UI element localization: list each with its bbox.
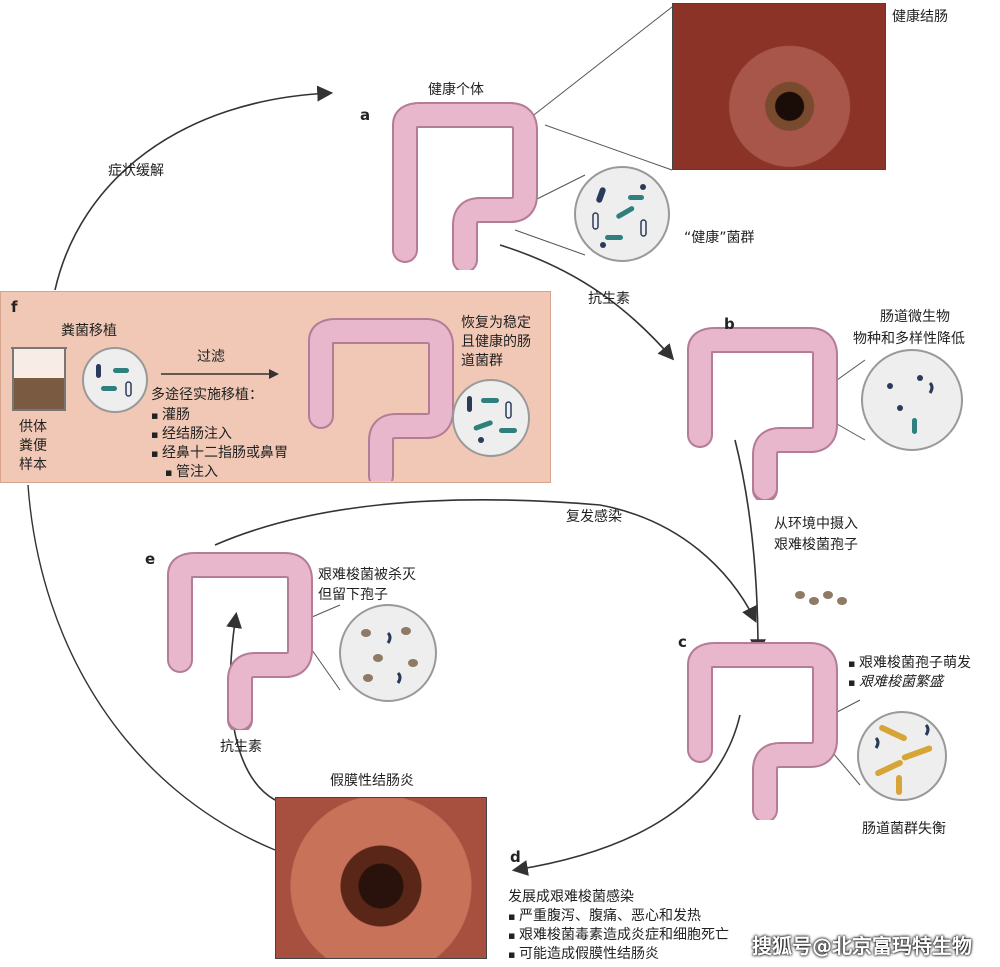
result-line-3: 道菌群: [461, 353, 503, 369]
methods-title: 多途径实施移植：: [151, 387, 263, 403]
ingest-label-1: 从环境中摄入: [774, 516, 858, 532]
method-2: 经结肠注入: [151, 425, 288, 444]
symptom-relief-label: 症状缓解: [108, 163, 164, 179]
stage-c-bullet-2: 艰难梭菌繁盛: [848, 673, 971, 692]
watermark: 搜狐号@北京富玛特生物: [752, 934, 972, 958]
methods-list: 灌肠 经结肠注入 经鼻十二指肠或鼻胃 管注入: [151, 406, 288, 482]
arrow-antibiotic-1: [499, 244, 675, 361]
stage-b-letter: b: [724, 315, 735, 333]
colon-b: [687, 327, 838, 500]
colon-f: [308, 318, 454, 481]
arrow-c-to-d: [511, 714, 741, 876]
stage-e-letter: e: [145, 550, 156, 568]
stage-d-bullet-1: 严重腹泻、腹痛、恶心和发热: [508, 907, 729, 926]
stage-f-letter: f: [11, 298, 18, 316]
flora-circle-c: [857, 711, 947, 801]
antibiotic-1-label: 抗生素: [588, 291, 630, 307]
flora-circle-a: [574, 166, 670, 262]
stage-d-title: 发展成艰难梭菌感染: [508, 889, 634, 905]
antibiotic-2-label: 抗生素: [220, 739, 262, 755]
method-1: 灌肠: [151, 406, 288, 425]
stage-e-desc-1: 艰难梭菌被杀灭: [318, 567, 416, 583]
stage-c-letter: c: [678, 633, 687, 651]
method-4: 管注入: [151, 463, 288, 482]
stage-c-bullets: 艰难梭菌孢子萌发 艰难梭菌繁盛: [848, 654, 971, 692]
flora-c-label: 肠道菌群失衡: [862, 821, 946, 837]
stage-d-bullets: 严重腹泻、腹痛、恶心和发热 艰难梭菌毒素造成炎症和细胞死亡 可能造成假膜性结肠炎: [508, 907, 729, 964]
method-3: 经鼻十二指肠或鼻胃: [151, 444, 288, 463]
colon-c: [687, 642, 838, 820]
ingest-label-2: 艰难梭菌孢子: [774, 537, 858, 553]
flora-circle-e: [339, 604, 437, 702]
healthy-colon-photo: [672, 3, 886, 170]
arrow-b-to-c: [734, 439, 766, 656]
flora-a-label: “健康”菌群: [684, 230, 755, 246]
arrow-antibiotic-2: [226, 611, 276, 801]
arrow-left-arc: [27, 484, 276, 851]
fmt-panel: f 粪菌移植 供体 粪便 样本 过滤 多途径实施移植： 灌肠 经结肠注入 经鼻十…: [0, 291, 551, 483]
donor-line-1: 供体: [19, 419, 47, 435]
stage-a-title: 健康个体: [428, 82, 484, 98]
result-line-1: 恢复为稳定: [461, 315, 531, 331]
flora-circle-b: [861, 349, 963, 451]
beaker-icon: [11, 347, 67, 411]
stage-d-bullet-3: 可能造成假膜性结肠炎: [508, 945, 729, 964]
stage-c-bullet-1: 艰难梭菌孢子萌发: [848, 654, 971, 673]
recurrence-label: 复发感染: [566, 509, 622, 525]
pmc-photo: [275, 797, 487, 959]
spores: [795, 591, 847, 605]
flora-circle-restored: [452, 379, 530, 457]
arrow-symptom-relief: [54, 85, 334, 291]
filter-arrow: [161, 369, 279, 379]
stage-d-bullet-2: 艰难梭菌毒素造成炎症和细胞死亡: [508, 926, 729, 945]
colon-e: [167, 552, 313, 730]
result-line-2: 且健康的肠: [461, 334, 531, 350]
stage-b-desc-2: 物种和多样性降低: [853, 331, 965, 347]
healthy-colon-label: 健康结肠: [892, 9, 948, 25]
stage-a-letter: a: [360, 106, 371, 124]
fmt-title: 粪菌移植: [61, 323, 117, 339]
stage-e-desc-2: 但留下孢子: [318, 587, 388, 603]
donor-line-3: 样本: [19, 457, 47, 473]
pmc-label: 假膜性结肠炎: [330, 773, 414, 789]
stage-d-letter: d: [510, 848, 521, 866]
colon-a: [392, 102, 538, 270]
arrow-recurrence: [214, 498, 757, 623]
stage-b-desc-1: 肠道微生物: [880, 309, 950, 325]
donor-line-2: 粪便: [19, 438, 47, 454]
filter-label: 过滤: [197, 349, 225, 365]
flora-circle-donor: [82, 347, 148, 413]
